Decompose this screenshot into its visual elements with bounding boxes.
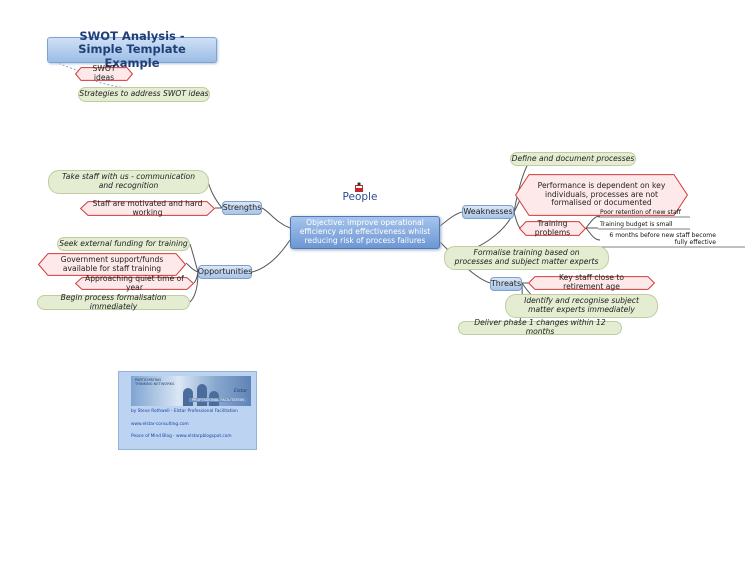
opportunities-strategy-bottom-text: Begin process formalisation immediately: [60, 292, 167, 311]
legend-strategies: Strategies to address SWOT ideas: [78, 87, 210, 102]
central-objective[interactable]: Objective: improve operational efficienc…: [290, 216, 440, 249]
opportunities-topic[interactable]: Opportunities: [198, 265, 252, 279]
strengths-strategy-text: Take staff with us - communication and r…: [61, 172, 196, 190]
weaknesses-strategy-top: Define and document processes: [510, 152, 636, 166]
book-icon: [354, 178, 364, 192]
threats-item-text: Key staff close to retirement age: [558, 273, 624, 291]
red-hexagon-shape: [75, 67, 133, 81]
legend-swot-ideas-text: SWOT ideas: [92, 64, 116, 82]
red-hexagon-shape: [38, 253, 186, 276]
red-hexagon-shape: [519, 221, 586, 236]
opportunities-strategy-bottom: Begin process formalisation immediately: [37, 292, 190, 311]
threats-strategy-1-text: Identify and recognise subject matter ex…: [524, 296, 639, 314]
strengths-strategy: Take staff with us - communication and r…: [48, 170, 209, 194]
threats-item: Key staff close to retirement age: [528, 273, 655, 291]
central-title: People: [342, 190, 378, 203]
opportunities-item-2-text: Approaching quiet time of year: [85, 273, 184, 292]
weaknesses-item-1-text: Performance is dependent on key individu…: [537, 180, 666, 208]
threats-strategy-2-text: Deliver phase 1 changes within 12 months: [474, 318, 606, 336]
opportunities-strategy-top: Seek external funding for training: [57, 237, 190, 251]
weaknesses-strategy-bottom: Formalise training based on processes an…: [444, 246, 609, 270]
banner-photo: PARTICIPATING THINKING NETWORKS Elstar P…: [131, 376, 251, 406]
opportunities-strategy-top-text: Seek external funding for training: [59, 238, 188, 248]
weaknesses-strategy-top-text: Define and document processes: [511, 153, 635, 163]
legend-strategies-text: Strategies to address SWOT ideas: [79, 89, 209, 99]
banner-caption: PARTICIPATING THINKING NETWORKS: [135, 378, 175, 386]
central-objective-text: Objective: improve operational efficienc…: [299, 218, 431, 245]
training-note-1: Poor retention of new staff: [600, 209, 681, 216]
opportunities-item-1-text: Government support/funds available for s…: [60, 254, 164, 273]
legend-swot-ideas: SWOT ideas: [75, 64, 133, 82]
card-blog-link[interactable]: Peace of Mind Blog - www.elstarpblogspot…: [131, 434, 232, 439]
opportunities-item-1: Government support/funds available for s…: [38, 253, 186, 276]
strengths-item-text: Staff are motivated and hard working: [92, 198, 203, 217]
opportunities-item-2: Approaching quiet time of year: [75, 273, 194, 292]
weaknesses-topic[interactable]: Weaknesses: [462, 205, 514, 219]
red-hexagon-shape: [528, 276, 655, 290]
card-website-link[interactable]: www.elstar-consulting.com: [131, 422, 189, 427]
threats-topic[interactable]: Threats: [490, 277, 522, 291]
legend-title-text: SWOT Analysis - Simple Template Example: [78, 29, 186, 70]
red-hexagon-shape: [75, 277, 194, 290]
red-hexagon-shape: [80, 201, 215, 216]
attribution-card: PARTICIPATING THINKING NETWORKS Elstar P…: [118, 371, 257, 450]
weaknesses-item-1: Performance is dependent on key individu…: [515, 174, 688, 216]
red-hexagon-shape: [515, 174, 688, 216]
brand-tag: PROFESSIONAL FACILITATION: [188, 398, 247, 402]
training-note-3: 6 months before new staff become fully e…: [600, 231, 716, 247]
card-byline: by Steve Rothwell - Elstar Professional …: [131, 409, 238, 414]
threats-strategy-2: Deliver phase 1 changes within 12 months: [458, 318, 622, 336]
weaknesses-strategy-bottom-text: Formalise training based on processes an…: [454, 248, 599, 266]
training-note-2: Training budget is small: [600, 221, 673, 228]
brand-name: Elstar: [233, 389, 247, 394]
threats-strategy-1: Identify and recognise subject matter ex…: [505, 294, 658, 318]
strengths-item: Staff are motivated and hard working: [80, 198, 215, 217]
legend-title: SWOT Analysis - Simple Template Example: [47, 30, 217, 69]
training-note-3-text: 6 months before new staff become fully e…: [609, 232, 716, 246]
weaknesses-item-2-text: Training problems: [534, 218, 571, 237]
strengths-topic[interactable]: Strengths: [222, 201, 262, 215]
weaknesses-item-2: Training problems: [519, 218, 586, 237]
